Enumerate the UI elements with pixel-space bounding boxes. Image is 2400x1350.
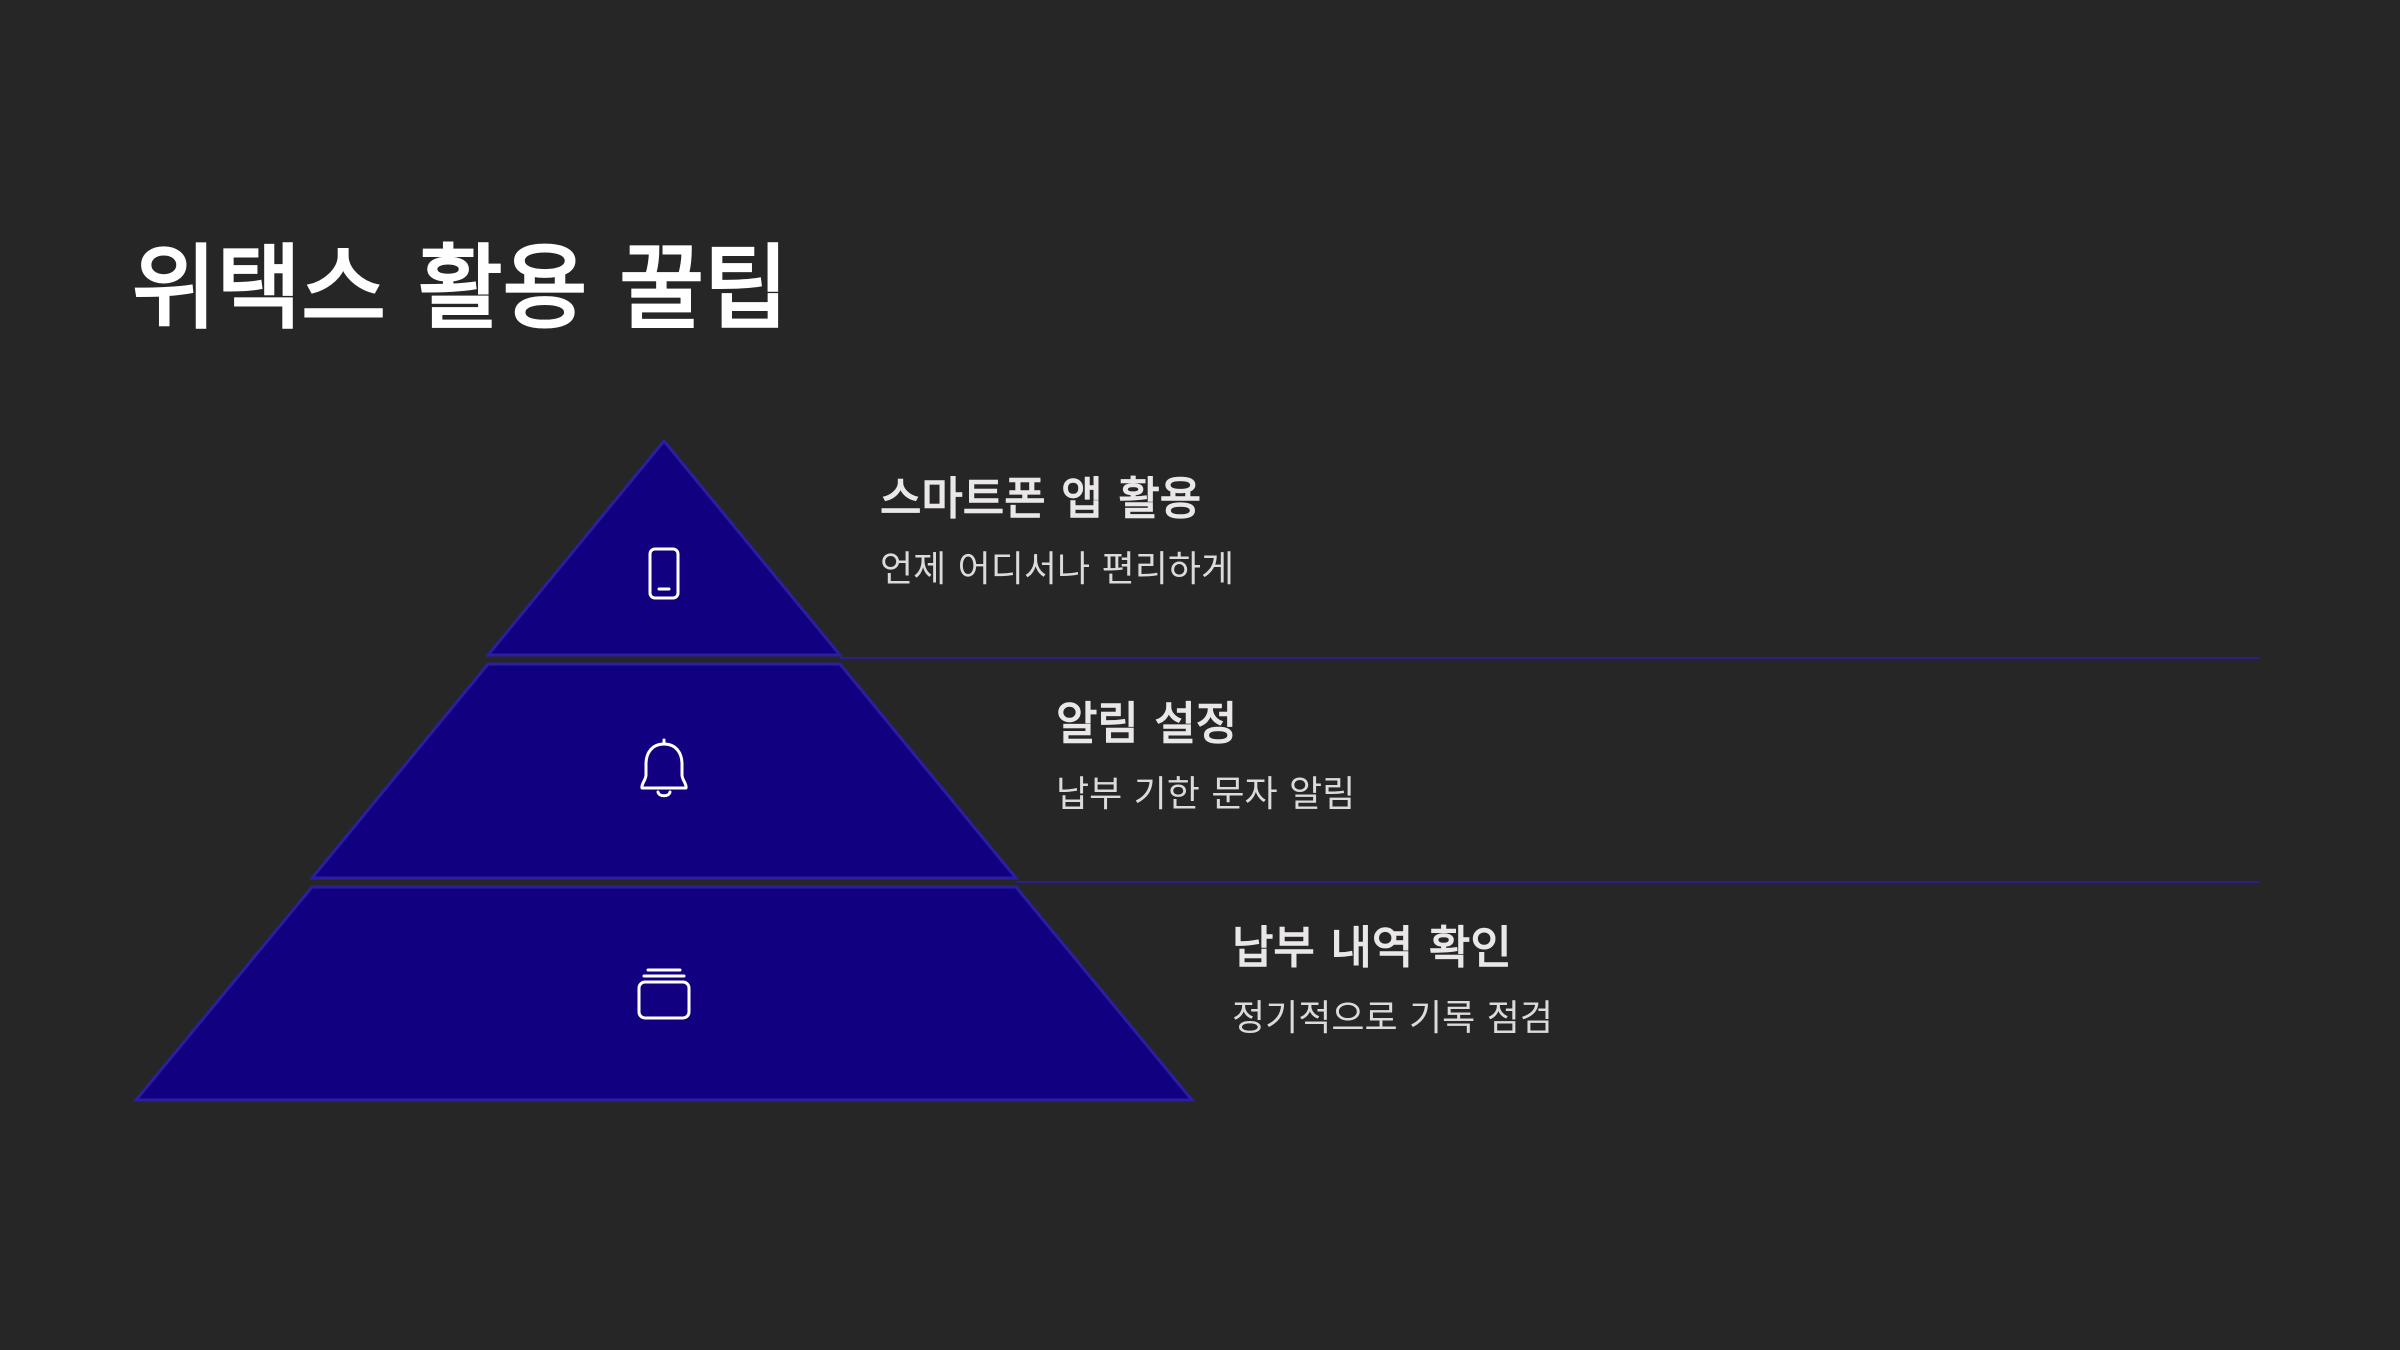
- pyramid-tier-2: [308, 662, 1020, 880]
- tier-text-3: 납부 내역 확인 정기적으로 기록 점검: [1232, 921, 1553, 1040]
- smartphone-icon: [648, 547, 680, 600]
- tier-description: 언제 어디서나 편리하게: [880, 549, 1235, 590]
- pyramid-tier-3: [132, 885, 1196, 1102]
- tier-heading: 납부 내역 확인: [1232, 921, 1512, 974]
- bell-icon: [640, 738, 688, 798]
- tier-description: 정기적으로 기록 점검: [1232, 998, 1553, 1039]
- tier-description: 납부 기한 문자 알림: [1056, 774, 1356, 815]
- tier-heading: 스마트폰 앱 활용: [880, 472, 1202, 525]
- tier-heading: 알림 설정: [1056, 697, 1238, 750]
- tier-text-2: 알림 설정 납부 기한 문자 알림: [1056, 697, 1355, 816]
- card-stack-icon: [637, 968, 691, 1020]
- slide-title: 위택스 활용 꿀팁: [132, 235, 789, 342]
- tier-text-1: 스마트폰 앱 활용 언제 어디서나 편리하게: [880, 472, 1234, 591]
